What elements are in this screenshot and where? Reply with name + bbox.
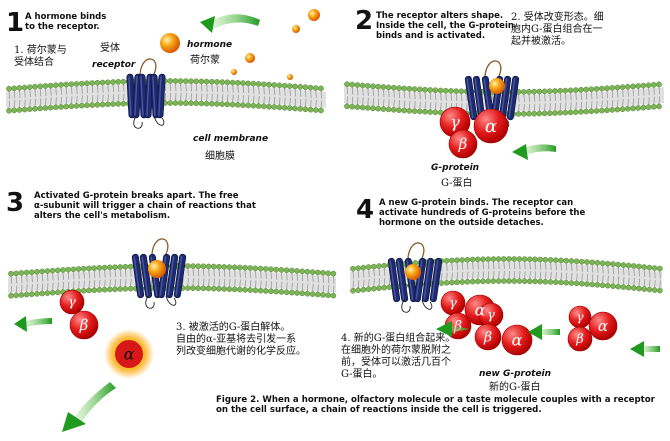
receptor-2 bbox=[464, 60, 520, 131]
alpha-subunit-4b bbox=[501, 324, 533, 356]
beta-subunit-4-label: β bbox=[453, 319, 462, 335]
hormone-3 bbox=[148, 260, 166, 278]
beta-subunit-4b bbox=[474, 323, 502, 351]
receptor-3 bbox=[131, 238, 187, 309]
beta-subunit-2 bbox=[448, 129, 478, 159]
new-gprotein-label: new G-protein bbox=[479, 369, 552, 379]
alpha-subunit-3-ring bbox=[113, 338, 145, 370]
alpha-subunit-2 bbox=[473, 108, 509, 144]
hormone-4 bbox=[405, 264, 421, 280]
gprotein-label: G-protein bbox=[431, 163, 480, 173]
gamma-subunit-3-label: γ bbox=[68, 295, 76, 310]
alpha-subunit-4b-label: α bbox=[512, 330, 523, 349]
hormone-label-zh: 荷尔蒙 bbox=[190, 55, 220, 66]
membrane-label: cell membrane bbox=[193, 134, 269, 144]
arrow-2 bbox=[512, 144, 556, 160]
hormone-2 bbox=[489, 78, 505, 94]
hormone-label: hormone bbox=[187, 40, 233, 50]
step-1-text-zh: 1. 荷尔蒙与 受体结合 bbox=[14, 45, 67, 68]
arrow-1 bbox=[200, 14, 260, 33]
membrane-1 bbox=[6, 78, 326, 114]
receptor-label: receptor bbox=[92, 60, 136, 70]
step-3-number: 3 bbox=[6, 188, 25, 218]
particle-4 bbox=[231, 69, 237, 75]
gprotein-label-zh: G-蛋白 bbox=[441, 178, 473, 189]
beta-subunit-4c-label: β bbox=[575, 332, 584, 347]
hormone-1 bbox=[160, 33, 180, 53]
step-1-number: 1 bbox=[6, 8, 25, 38]
gamma-subunit-4c-label: γ bbox=[576, 310, 584, 324]
particle-5 bbox=[287, 74, 293, 80]
arrow-3b bbox=[62, 382, 116, 432]
step-4-text-zh: 4. 新的G-蛋白组合起来。 在细胞外的荷尔蒙脱附之 前，受体可以激活几百个 G… bbox=[341, 333, 456, 380]
alpha-subunit-4c-label: α bbox=[598, 317, 608, 335]
figure-caption: Figure 2. When a hormone, olfactory mole… bbox=[216, 395, 666, 416]
alpha-subunit-3-label: α bbox=[124, 344, 135, 363]
particle-2 bbox=[292, 25, 300, 33]
step-3-text: Activated G-protein breaks apart. The fr… bbox=[34, 191, 256, 222]
step-4-number: 4 bbox=[356, 195, 375, 225]
alpha-subunit-2-label: α bbox=[485, 116, 497, 137]
step-4-text: A new G-protein binds. The receptor can … bbox=[379, 198, 586, 229]
step-2-text-zh: 2. 受体改变形态。细 胞内G-蛋白组合在一 起并被激活。 bbox=[511, 12, 604, 47]
receptor-label-zh: 受体 bbox=[100, 43, 120, 54]
figure-caption-title: Figure 2. bbox=[216, 395, 260, 405]
step-2-number: 2 bbox=[355, 6, 374, 36]
new-gprotein-label-zh: 新的G-蛋白 bbox=[489, 382, 541, 393]
receptor-1 bbox=[126, 58, 166, 129]
particle-1 bbox=[245, 53, 255, 63]
figure-caption-text: When a hormone, olfactory molecule or a … bbox=[216, 395, 655, 416]
alpha-subunit-4c bbox=[588, 311, 618, 341]
gamma-subunit-2-label: γ bbox=[450, 112, 460, 131]
beta-subunit-4c bbox=[567, 326, 593, 352]
gamma-subunit-4b-label: γ bbox=[487, 308, 495, 323]
gamma-subunit-3 bbox=[59, 289, 85, 315]
gamma-subunit-4-label: γ bbox=[449, 296, 457, 311]
membrane-label-zh: 细胞膜 bbox=[205, 151, 235, 162]
arrow-4b bbox=[528, 324, 560, 340]
step-2-text: The receptor alters shape. Inside the ce… bbox=[376, 11, 514, 42]
step-3-text-zh: 3. 被激活的G-蛋白解体。 自由的α-亚基将去引发一系 列改变细胞代谢的化学反… bbox=[176, 322, 306, 357]
particle-3 bbox=[308, 9, 320, 21]
arrow-4c bbox=[630, 341, 660, 357]
step-1-text: A hormone binds to the receptor. bbox=[25, 12, 107, 33]
beta-subunit-4b-label: β bbox=[483, 330, 492, 346]
arrow-3 bbox=[14, 316, 52, 332]
beta-subunit-2-label: β bbox=[458, 135, 468, 153]
alpha-subunit-4-label: α bbox=[475, 300, 486, 319]
beta-subunit-3 bbox=[69, 310, 99, 340]
beta-subunit-3-label: β bbox=[79, 316, 89, 334]
arrow-4a bbox=[436, 321, 470, 337]
